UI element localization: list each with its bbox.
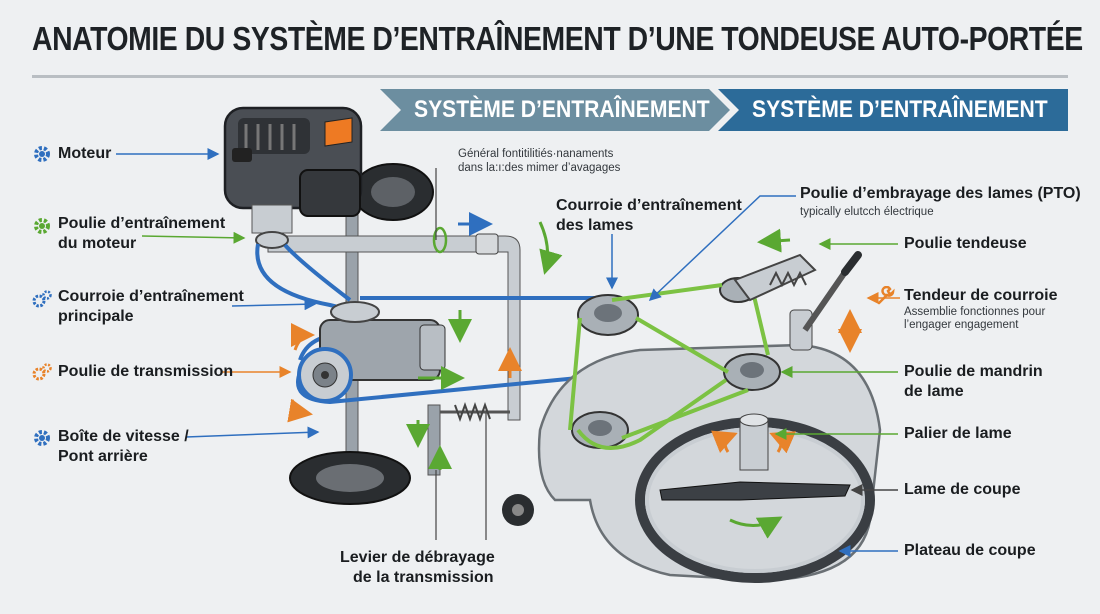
label-poulie-moteur-2: du moteur — [58, 235, 137, 252]
label-moteur: Moteur — [58, 145, 112, 162]
tensioner-arm — [733, 251, 862, 351]
motion-arrows — [287, 212, 862, 539]
label-poulie-mandrin-2: de lame — [904, 383, 964, 400]
cutting-blade — [659, 481, 851, 501]
label-pto: Poulie d’embrayage des lames (PTO) — [800, 185, 1081, 202]
gears-icon — [32, 363, 52, 381]
note-top-2: dans la:ı:des mimer d’avagages — [458, 162, 621, 174]
title-divider — [32, 75, 1068, 78]
rear-wheel-top — [352, 163, 434, 221]
blade-pulleys — [571, 277, 781, 449]
label-courroie-principale-1: Courroie d’entraînement — [58, 288, 244, 305]
label-plateau: Plateau de coupe — [904, 542, 1036, 559]
label-poulie-transmission: Poulie de transmission — [58, 363, 234, 380]
label-levier-2: de la transmission — [353, 569, 494, 586]
blade-belt — [568, 283, 770, 450]
label-levier-1: Levier de débrayage — [340, 549, 495, 566]
transmission-assembly — [297, 301, 446, 403]
label-boite-vitesse-1: Boîte de vitesse / — [58, 428, 189, 445]
gear-icon — [34, 218, 50, 234]
rear-wheel-bottom — [289, 451, 411, 505]
label-pto-sub: typically elutcch électrique — [800, 206, 934, 218]
label-lame: Lame de coupe — [904, 481, 1021, 498]
engine-block — [223, 106, 363, 234]
banner-left: SYSTÈME D’ENTRAÎNEMENT — [380, 89, 730, 131]
gear-icon — [34, 146, 50, 162]
clutch-spring — [440, 402, 510, 422]
blade-spindle-bearing — [739, 413, 769, 471]
banner-right-text: SYSTÈME D’ENTRAÎNEMENT — [752, 96, 1048, 123]
banner-left-text: SYSTÈME D’ENTRAÎNEMENT — [414, 96, 710, 123]
label-poulie-tendeuse: Poulie tendeuse — [904, 235, 1027, 252]
wrench-icon — [877, 286, 895, 305]
banner-right: SYSTÈME D’ENTRAÎNEMENT — [718, 89, 1068, 131]
label-tendeur-sub-1: Assemblie fonctionnes pour — [904, 306, 1046, 318]
label-courroie-lames-1: Courroie d’entraînement — [556, 197, 742, 214]
note-top-1: Général fontitilitiés·nanaments — [458, 148, 614, 160]
gears-icon — [32, 290, 52, 308]
label-tendeur: Tendeur de courroie — [904, 287, 1058, 304]
label-poulie-moteur-1: Poulie d’entraînement — [58, 215, 226, 232]
gear-icon — [34, 430, 50, 446]
label-courroie-lames-2: des lames — [556, 217, 634, 234]
main-drive-belt — [255, 231, 641, 405]
label-boite-vitesse-2: Pont arrière — [58, 448, 148, 465]
page-title: ANATOMIE DU SYSTÈME D’ENTRAÎNEMENT D’UNE… — [32, 20, 1083, 57]
label-courroie-principale-2: principale — [58, 308, 134, 325]
label-palier: Palier de lame — [904, 425, 1012, 442]
label-poulie-mandrin-1: Poulie de mandrin — [904, 363, 1043, 380]
label-tendeur-sub-2: l’engager engagement — [904, 319, 1019, 331]
leader-lines — [116, 148, 900, 557]
